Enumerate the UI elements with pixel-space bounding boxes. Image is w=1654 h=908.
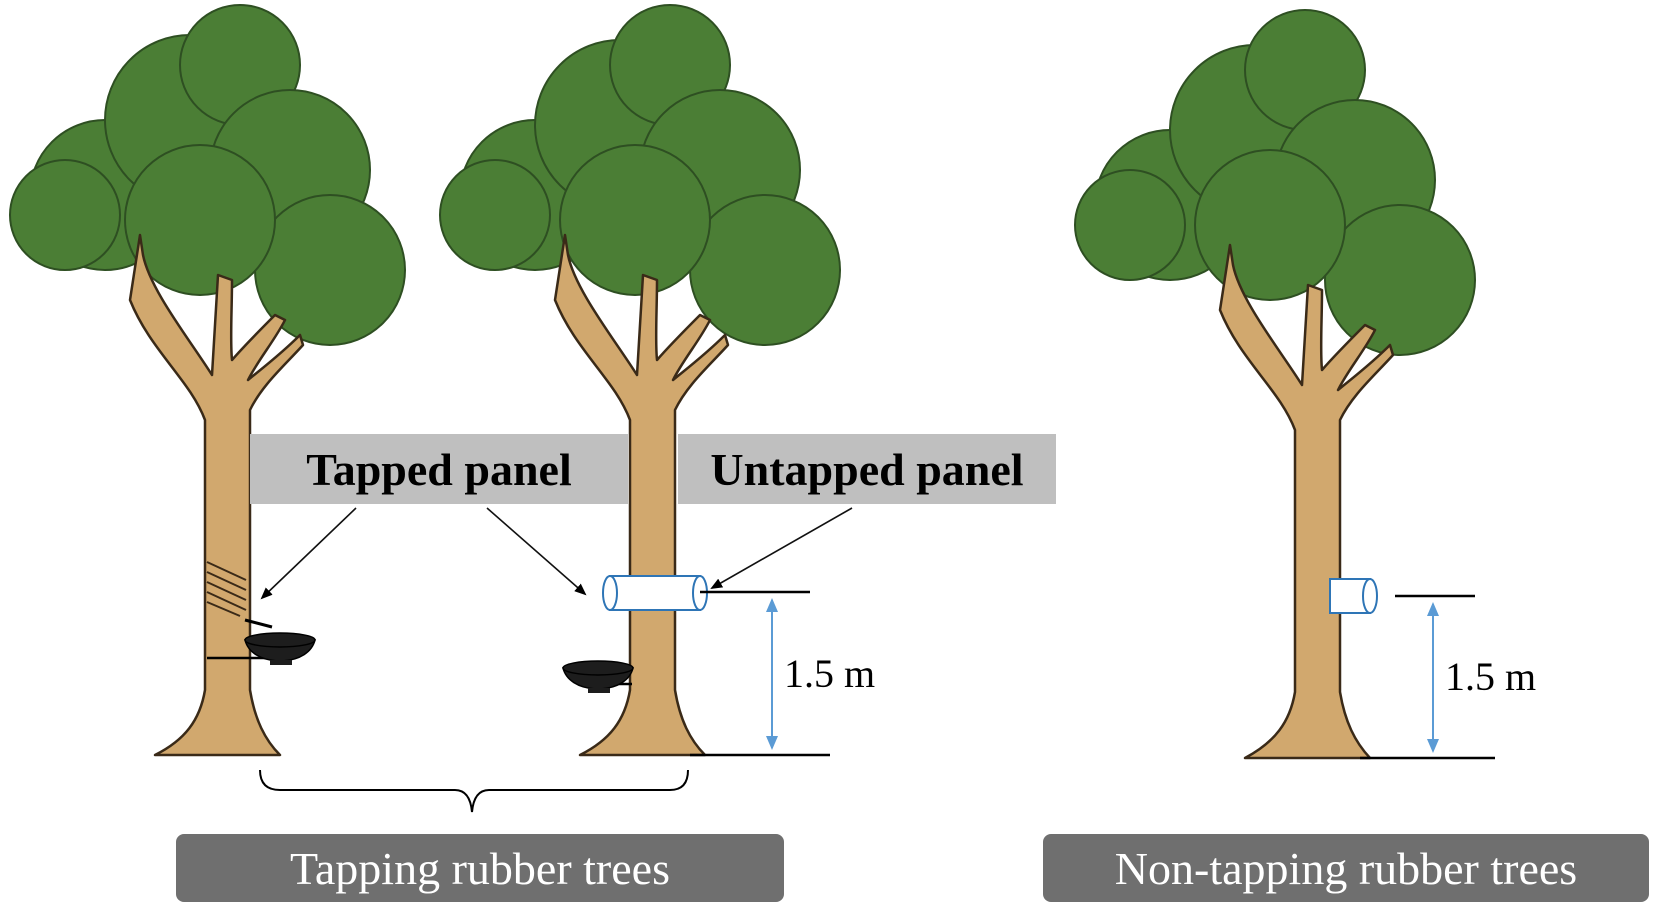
tree-trunk: [128, 233, 305, 757]
tapped-panel-callout: Tapped panel: [250, 434, 628, 600]
panel-marker: [1329, 578, 1378, 614]
untapped-panel-marker: [602, 575, 708, 611]
non-tapping-group-label: Non-tapping rubber trees: [1043, 834, 1649, 902]
label-box: [250, 434, 628, 504]
tapping-cut-marks: [206, 561, 273, 629]
latex-collection-cup: [562, 660, 634, 693]
tree-tapped: [9, 4, 406, 757]
tree-trunk: [1218, 243, 1395, 760]
tree-untapped: [439, 4, 841, 757]
tree-canopy: [9, 4, 406, 346]
label-box: [176, 834, 784, 902]
tapping-group-label: Tapping rubber trees: [176, 834, 784, 902]
untapped-panel-label: Untapped panel: [710, 444, 1023, 495]
height-label: 1.5 m: [1445, 654, 1536, 699]
tree-trunk: [553, 233, 730, 757]
tapping-rubber-trees-label: Tapping rubber trees: [290, 843, 670, 894]
tree-canopy: [439, 4, 841, 346]
untapped-panel-callout: Untapped panel: [678, 434, 1056, 589]
height-dimension-right: 1.5 m: [1360, 594, 1536, 760]
label-box: [1043, 834, 1649, 902]
non-tapping-rubber-trees-label: Non-tapping rubber trees: [1115, 843, 1577, 894]
height-label: 1.5 m: [784, 651, 875, 696]
tree-canopy: [1074, 9, 1476, 356]
tapped-panel-label: Tapped panel: [306, 444, 572, 495]
group-brace: [259, 769, 689, 813]
height-dimension-left: 1.5 m: [690, 590, 875, 757]
tree-non-tapping: [1074, 9, 1476, 760]
latex-collection-cup: [207, 632, 316, 665]
label-box: [678, 434, 1056, 504]
